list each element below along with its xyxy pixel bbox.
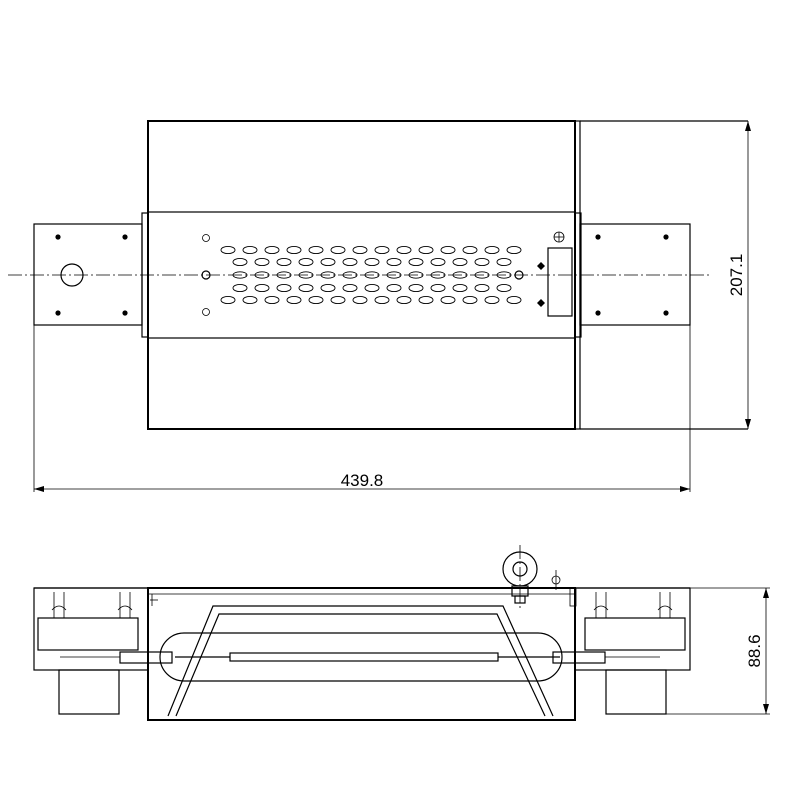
vent-slot	[330, 245, 346, 255]
vent-slot	[440, 295, 456, 305]
vent-slot	[474, 283, 490, 293]
dimension-overall-length: 439.8	[33, 325, 691, 492]
dimension-label-overall-length: 439.8	[341, 471, 384, 490]
vent-slot	[452, 283, 468, 293]
vent-slot	[506, 245, 522, 255]
vent-slot	[352, 245, 368, 255]
lamp-filament	[229, 652, 499, 662]
vent-slot	[506, 295, 522, 305]
vent-slot	[452, 257, 468, 267]
vent-slot	[462, 245, 478, 255]
vent-slot	[232, 283, 248, 293]
vent-slot	[264, 295, 280, 305]
terminal-box	[547, 247, 573, 317]
lifting-eye-icon	[502, 545, 538, 608]
side-right-bracket	[574, 587, 691, 715]
vent-slot	[418, 245, 434, 255]
vent-slot	[342, 257, 358, 267]
dimension-top-height: 207.1	[727, 121, 751, 429]
vent-slot	[254, 257, 270, 267]
vent-slot	[496, 283, 512, 293]
vent-slot	[264, 245, 280, 255]
vent-slot	[484, 295, 500, 305]
reflector-outline	[167, 605, 554, 717]
top-left-bracket	[33, 212, 149, 338]
vent-slot	[496, 257, 512, 267]
top-view	[8, 120, 748, 430]
side-view	[33, 545, 691, 721]
vent-slot	[364, 257, 380, 267]
vent-slot	[364, 283, 380, 293]
vent-slot	[276, 283, 292, 293]
vent-slot	[298, 257, 314, 267]
vent-slot	[286, 245, 302, 255]
vent-slot	[418, 295, 434, 305]
vent-slot	[342, 283, 358, 293]
vent-slot	[232, 257, 248, 267]
vent-slot	[286, 295, 302, 305]
vent-slot	[408, 283, 424, 293]
vent-slot	[276, 257, 292, 267]
lamp-tube-envelope	[159, 632, 563, 682]
vent-slot	[308, 245, 324, 255]
vent-slot	[320, 283, 336, 293]
vent-slot	[308, 295, 324, 305]
vent-slot	[396, 295, 412, 305]
vent-slot	[374, 245, 390, 255]
vent-slot	[386, 283, 402, 293]
vent-slot	[254, 283, 270, 293]
dimension-label-side-height: 88.6	[745, 634, 764, 667]
ground-terminal-icon	[527, 570, 578, 607]
vent-slot	[396, 245, 412, 255]
vent-slot	[462, 295, 478, 305]
vent-slot	[430, 257, 446, 267]
vent-slot	[220, 245, 236, 255]
side-left-bracket	[33, 587, 149, 715]
vent-slot	[352, 295, 368, 305]
vent-slot	[484, 245, 500, 255]
vent-slot	[474, 257, 490, 267]
dimension-label-top-height: 207.1	[727, 254, 746, 297]
vent-slot	[242, 295, 258, 305]
vent-slot	[242, 245, 258, 255]
vent-slot	[320, 257, 336, 267]
vent-slot	[440, 245, 456, 255]
vent-slot	[374, 295, 390, 305]
vent-slot	[220, 295, 236, 305]
dimension-side-height: 88.6	[666, 587, 770, 715]
vent-slot	[386, 257, 402, 267]
vent-slot	[330, 295, 346, 305]
vent-slot	[408, 257, 424, 267]
vent-slot	[430, 283, 446, 293]
vent-slot	[298, 283, 314, 293]
